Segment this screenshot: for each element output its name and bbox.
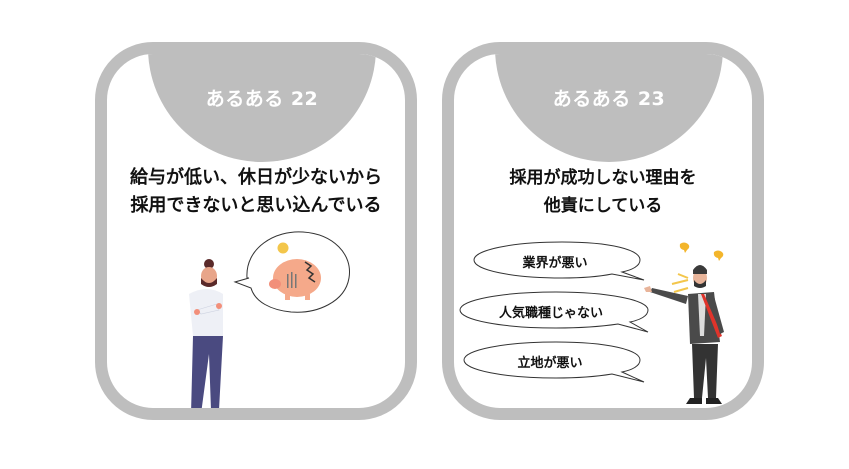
- headline-line-2: 他責にしている: [543, 196, 663, 216]
- speech-bubble-shape-icon: [459, 291, 649, 333]
- man-arms-crossed-illustration: [189, 259, 223, 408]
- card-headline: 採用が成功しない理由を 他責にしている: [454, 164, 752, 220]
- headline-line-1: 採用が成功しない理由を: [509, 168, 697, 188]
- headline-line-1: 給与が低い、休日が少ないから: [130, 167, 382, 188]
- speech-bubble-2: 人気職種じゃない: [458, 290, 654, 334]
- card-aruaru-23: あるある 23 採用が成功しない理由を 他責にしている 業界が悪い 人気職種じゃ…: [442, 42, 764, 420]
- card-headline: 給与が低い、休日が少ないから 採用できないと思い込んでいる: [107, 164, 405, 220]
- speech-bubble-shape-icon: [473, 241, 645, 281]
- speech-bubble-1: 業界が悪い: [472, 240, 652, 284]
- speech-bubble-text: 業界が悪い: [522, 256, 588, 271]
- badge-semicircle: あるある 23: [495, 54, 723, 162]
- badge-label: あるある 22: [205, 88, 319, 110]
- badge-semicircle: あるある 22: [148, 54, 376, 162]
- speech-bubble-text: 立地が悪い: [517, 356, 583, 371]
- speech-bubble-text: 人気職種じゃない: [498, 306, 603, 321]
- badge-label: あるある 23: [552, 88, 666, 110]
- headline-line-2: 採用できないと思い込んでいる: [130, 195, 382, 216]
- card-aruaru-22: あるある 22 給与が低い、休日が少ないから 採用できないと思い込んでいる: [95, 42, 417, 420]
- thought-bubble-piggy-icon: [233, 231, 350, 313]
- speech-bubble-shape-icon: [463, 341, 645, 383]
- speech-bubble-3: 立地が悪い: [462, 340, 652, 384]
- man-pointing-blaming-illustration: [644, 242, 724, 404]
